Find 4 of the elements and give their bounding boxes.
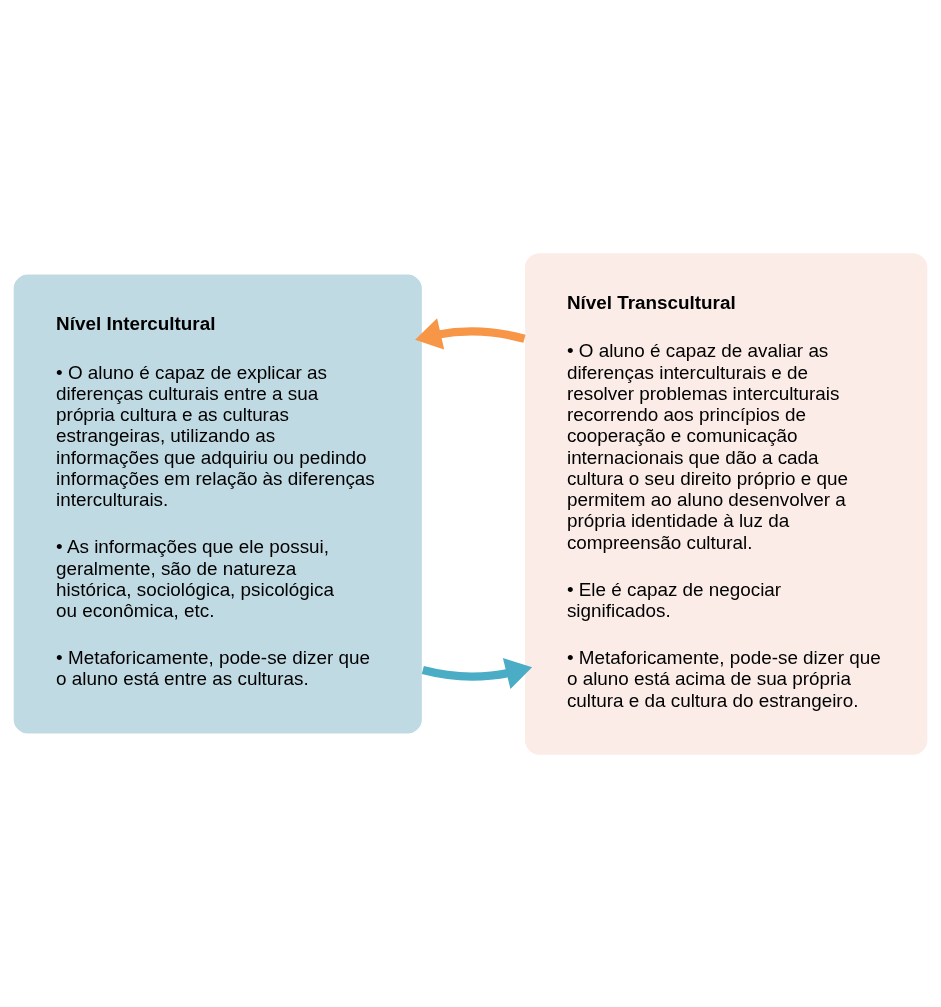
arrow — [415, 317, 526, 350]
arrow — [421, 657, 533, 689]
node-box: Nível Transcultural • O aluno é capaz de avaliar as diferenças interculturais e de resolver problemas interculturais recorrendo aos princípios de cooperação e comunicação internacionais que dão a cada cultura o seu direito próprio e que permitem ao aluno desenvolver a própria identidade à luz da compreensão cultural. • Ele é capaz de negociar significados. • Metaforicamente, pode-se dizer que o aluno está acima de sua própria cultura e da cultura do estrangeiro. — [523, 251, 929, 756]
node-box: Nível Intercultural • O aluno é capaz de explicar as diferenças culturais entre a sua própria cultura e as culturas estrangeiras, utilizando as informações que adquiriu ou pedindo informações em relação às diferenças interculturais. • As informações que ele possui, geralmente, são de natureza histórica, sociológica, psicológica ou econômica, etc. • Metaforicamente, pode-se dizer que o aluno está entre as culturas. — [12, 272, 423, 735]
